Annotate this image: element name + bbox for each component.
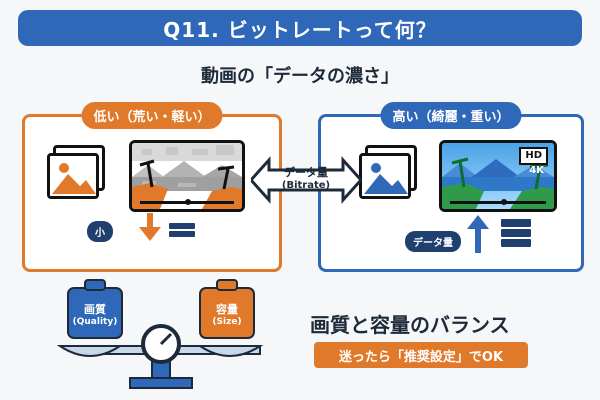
page-title: Q11. ビットレートって何？	[163, 17, 437, 42]
photo-icon	[47, 153, 99, 199]
low-quality-landscape	[132, 143, 242, 209]
gauge-needle	[159, 332, 173, 346]
right-pan	[196, 345, 264, 357]
photo-icon-blue-svg	[362, 156, 408, 196]
low-quality-video-frame	[129, 140, 245, 212]
database-large-icon	[501, 219, 531, 247]
photo-icon-svg	[50, 156, 96, 196]
size-weight-line2: (Size)	[212, 317, 242, 327]
low-bitrate-panel: 低い（荒い・軽い）	[22, 102, 282, 272]
bitrate-double-arrow: データ量 (Bitrate)	[248, 152, 364, 208]
recommendation-text: 迷ったら「推奨設定」でOK	[338, 349, 504, 365]
4k-badge: 4K	[529, 165, 544, 176]
mountain-icon-blue	[364, 174, 408, 194]
balance-scale-illustration: 画質 (Quality) 容量 (Size)	[50, 274, 280, 394]
low-bitrate-label: 低い（荒い・軽い）	[81, 102, 223, 129]
hd-badge: HD	[519, 147, 548, 165]
quality-weight-line2: (Quality)	[72, 317, 118, 327]
sun-icon	[59, 163, 69, 173]
size-tag-text: 小	[95, 228, 105, 239]
sun-icon-blue	[371, 163, 381, 173]
high-data-indicator	[467, 215, 531, 253]
quality-weight	[67, 279, 123, 339]
balance-title: 画質と容量のバランス	[310, 313, 510, 337]
double-arrow-label: データ量 (Bitrate)	[251, 164, 361, 191]
quality-weight-line1: 画質	[84, 303, 106, 316]
high-bitrate-panel: 高い（綺麗・重い）	[318, 102, 584, 272]
up-arrow-icon	[467, 215, 489, 253]
double-arrow-line1: データ量	[284, 166, 328, 179]
data-amount-text: データ量	[413, 238, 453, 249]
size-weight-line1: 容量	[216, 303, 238, 316]
database-small-icon	[169, 223, 195, 237]
scale-base	[129, 377, 193, 389]
page-title-bar: Q11. ビットレートって何？	[18, 10, 582, 46]
photo-icon-blue	[359, 153, 411, 199]
high-bitrate-label: 高い（綺麗・重い）	[380, 102, 522, 129]
low-data-indicator	[139, 213, 195, 241]
small-size-tag: 小	[87, 221, 113, 242]
high-quality-video-frame: HD 4K	[439, 140, 557, 212]
quality-weight-label: 画質 (Quality)	[68, 304, 122, 328]
left-pan	[56, 345, 124, 357]
data-amount-tag: データ量	[405, 231, 461, 252]
size-weight-label: 容量 (Size)	[200, 304, 254, 328]
mountain-icon	[52, 174, 96, 194]
down-arrow-icon	[139, 213, 161, 241]
recommendation-banner: 迷ったら「推奨設定」でOK	[314, 342, 528, 368]
balance-scale-svg	[56, 279, 264, 389]
subtitle: 動画の「データの濃さ」	[201, 66, 399, 87]
double-arrow-line2: (Bitrate)	[281, 180, 331, 191]
size-weight	[199, 279, 255, 339]
